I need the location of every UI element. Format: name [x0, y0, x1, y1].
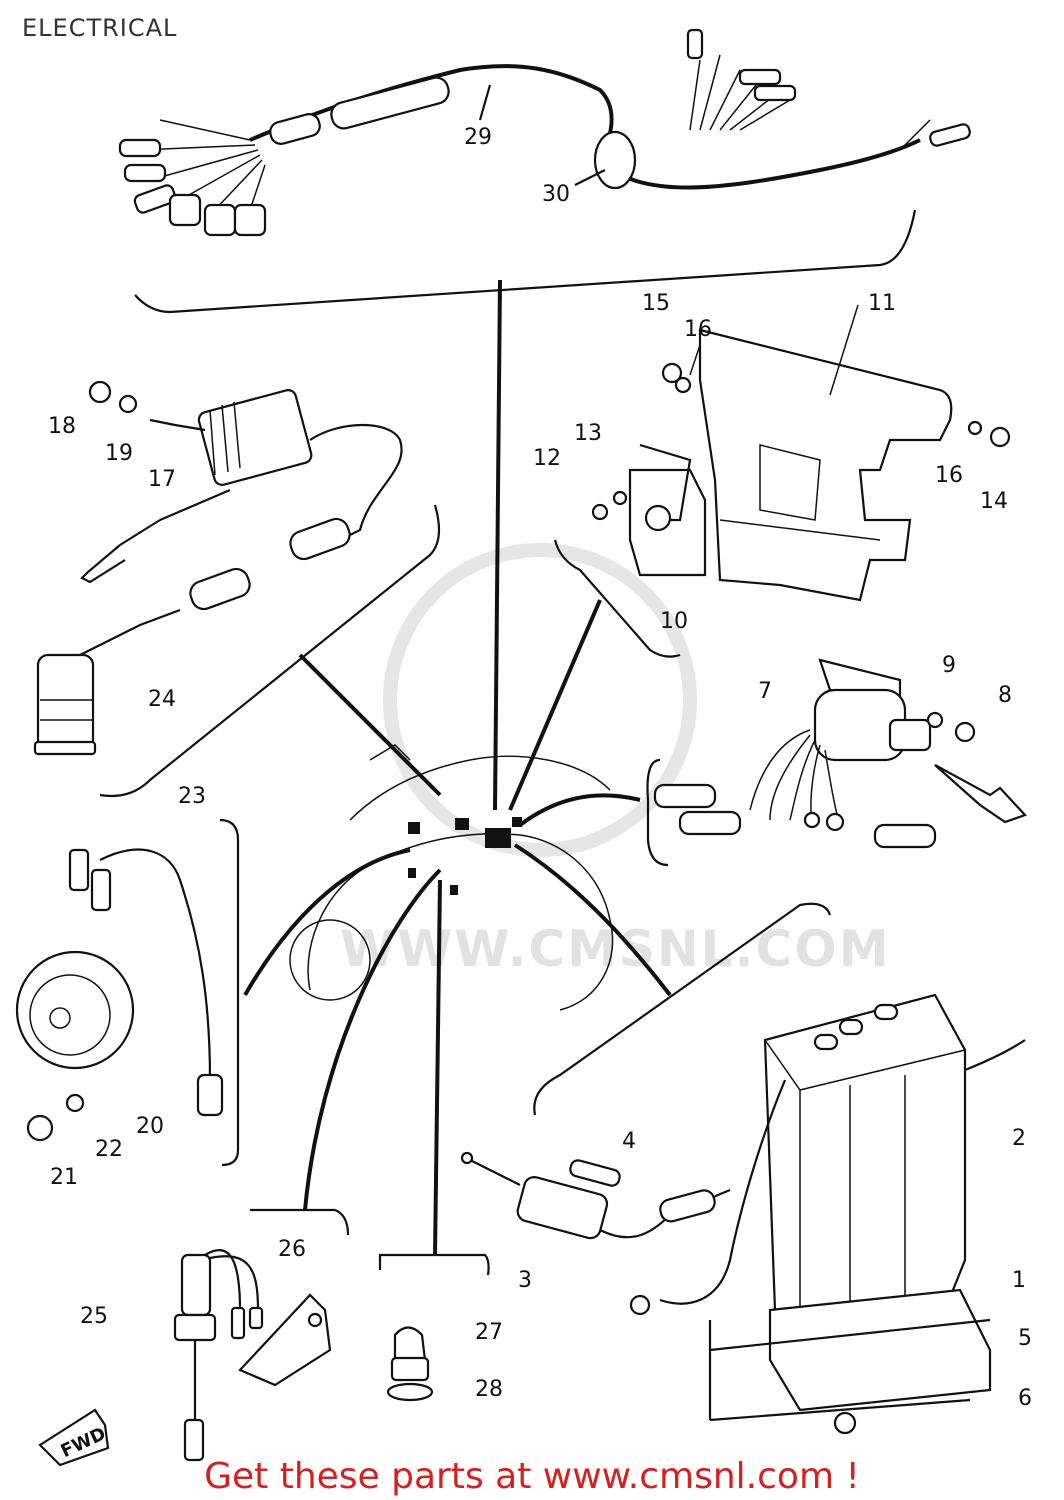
part-label-10: 10 — [660, 609, 688, 634]
part-label-25: 25 — [80, 1304, 108, 1329]
footer-cta[interactable]: Get these parts at www.cmsnl.com ! — [204, 1456, 860, 1497]
bracket-main-switch — [646, 758, 669, 867]
part-label-18: 18 — [48, 414, 76, 439]
ignition-coil — [33, 380, 403, 756]
bracket-horn — [219, 818, 240, 1167]
bracket-harness — [134, 209, 917, 314]
fuse-holder — [460, 1151, 731, 1240]
part-label-23: 23 — [178, 784, 206, 809]
main-switch — [653, 658, 1027, 849]
part-label-7: 7 — [758, 679, 772, 704]
part-label-1: 1 — [1012, 1268, 1026, 1293]
horn — [15, 848, 224, 1142]
battery — [629, 993, 1026, 1435]
part-label-29: 29 — [464, 125, 492, 150]
part-label-14: 14 — [980, 489, 1008, 514]
bracket-battery — [533, 902, 832, 1116]
part-label-15: 15 — [642, 291, 670, 316]
bracket-thermo — [378, 1253, 490, 1276]
part-label-24: 24 — [148, 687, 176, 712]
bracket-relay — [553, 539, 681, 658]
part-label-26: 26 — [278, 1237, 306, 1262]
part-label-30: 30 — [542, 182, 570, 207]
part-label-19: 19 — [105, 441, 133, 466]
bracket-neutral-switch — [250, 1208, 350, 1236]
part-label-9: 9 — [942, 653, 956, 678]
part-label-21: 21 — [50, 1165, 78, 1190]
part-label-20: 20 — [136, 1114, 164, 1139]
page-title: ELECTRICAL — [22, 14, 178, 42]
part-label-8: 8 — [998, 683, 1012, 708]
part-label-5: 5 — [1018, 1326, 1032, 1351]
part-label-13: 13 — [574, 421, 602, 446]
part-label-12: 12 — [533, 446, 561, 471]
part-label-2: 2 — [1012, 1126, 1026, 1151]
bracket-assembly — [591, 304, 1011, 602]
part-label-11: 11 — [868, 291, 896, 316]
bracket-ignition-coil — [99, 504, 441, 798]
part-label-17: 17 — [148, 467, 176, 492]
part-label-22: 22 — [95, 1137, 123, 1162]
watermark-emblem — [383, 543, 697, 857]
part-label-4: 4 — [622, 1129, 636, 1154]
motorcycle-outline — [289, 744, 614, 1011]
part-label-27: 27 — [475, 1320, 503, 1345]
wire-harness — [118, 28, 971, 237]
part-label-28: 28 — [475, 1377, 503, 1402]
part-label-6: 6 — [1018, 1386, 1032, 1411]
thermo-unit — [386, 1326, 434, 1402]
part-label-3: 3 — [518, 1268, 532, 1293]
neutral-switch — [173, 1249, 332, 1462]
part-label-16: 16 — [684, 317, 712, 342]
leader-lines — [243, 279, 672, 1256]
part-label-16: 16 — [935, 463, 963, 488]
